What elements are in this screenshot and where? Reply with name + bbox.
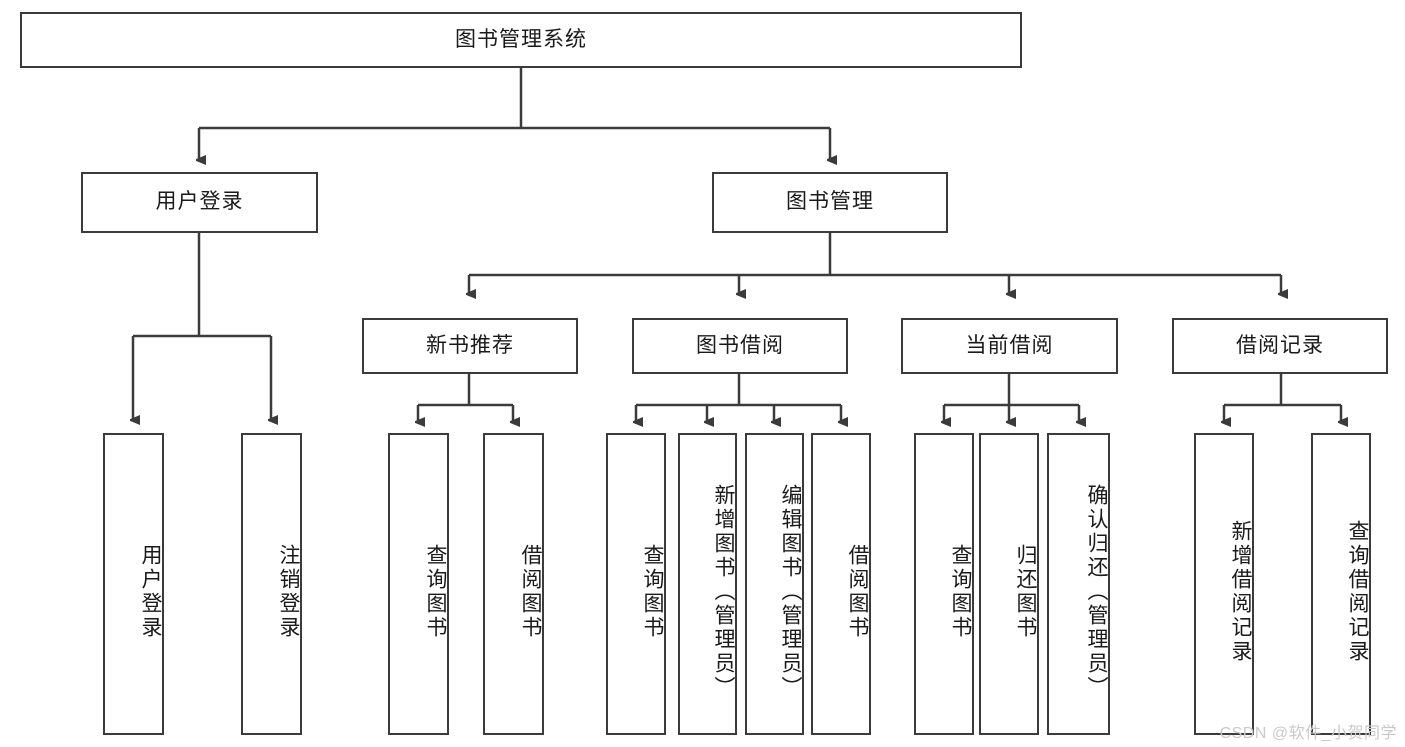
leaf-logout-label: 注销登录 <box>277 544 300 640</box>
leaf-borrow-borrow-book[interactable]: 借阅图书 <box>811 433 871 735</box>
node-current-borrow[interactable]: 当前借阅 <box>901 318 1118 374</box>
leaf-record-query-record-label: 查询借阅记录 <box>1346 520 1369 664</box>
leaf-current-confirm-return-label: 确认归还（管理员） <box>1085 484 1108 700</box>
leaf-newbook-query-book-label: 查询图书 <box>424 544 447 640</box>
leaf-current-query-book[interactable]: 查询图书 <box>914 433 974 735</box>
leaf-current-return-book[interactable]: 归还图书 <box>979 433 1039 735</box>
node-current-borrow-label: 当前借阅 <box>965 333 1054 357</box>
leaf-record-add-record[interactable]: 新增借阅记录 <box>1194 433 1254 735</box>
node-root[interactable]: 图书管理系统 <box>20 12 1022 68</box>
leaf-borrow-edit-book-label: 编辑图书（管理员） <box>779 484 802 700</box>
node-book-borrow-label: 图书借阅 <box>696 333 784 357</box>
leaf-user-login-label: 用户登录 <box>139 544 162 640</box>
leaf-borrow-add-book[interactable]: 新增图书（管理员） <box>678 433 737 735</box>
leaf-borrow-query-book-label: 查询图书 <box>641 544 664 640</box>
node-user-login-label: 用户登录 <box>155 190 244 214</box>
leaf-record-query-record[interactable]: 查询借阅记录 <box>1311 433 1371 735</box>
leaf-newbook-query-book[interactable]: 查询图书 <box>388 433 449 735</box>
node-new-book-recommend[interactable]: 新书推荐 <box>362 318 578 374</box>
leaf-borrow-add-book-label: 新增图书（管理员） <box>712 484 735 700</box>
leaf-current-return-book-label: 归还图书 <box>1014 544 1037 640</box>
leaf-newbook-borrow-book[interactable]: 借阅图书 <box>483 433 544 735</box>
leaf-borrow-edit-book[interactable]: 编辑图书（管理员） <box>745 433 804 735</box>
node-book-management[interactable]: 图书管理 <box>712 172 948 233</box>
leaf-borrow-borrow-book-label: 借阅图书 <box>846 544 869 640</box>
leaf-current-query-book-label: 查询图书 <box>949 544 972 640</box>
watermark: CSDN @软件_小贺同学 <box>1219 725 1397 742</box>
leaf-newbook-borrow-book-label: 借阅图书 <box>519 544 542 640</box>
leaf-logout[interactable]: 注销登录 <box>241 433 302 735</box>
node-borrow-record[interactable]: 借阅记录 <box>1172 318 1388 374</box>
node-new-book-recommend-label: 新书推荐 <box>426 333 514 357</box>
leaf-record-add-record-label: 新增借阅记录 <box>1229 520 1252 664</box>
node-book-management-label: 图书管理 <box>786 190 874 214</box>
node-book-borrow[interactable]: 图书借阅 <box>632 318 848 374</box>
node-borrow-record-label: 借阅记录 <box>1236 333 1324 357</box>
leaf-borrow-query-book[interactable]: 查询图书 <box>606 433 666 735</box>
leaf-current-confirm-return[interactable]: 确认归还（管理员） <box>1047 433 1110 735</box>
node-root-label: 图书管理系统 <box>455 27 587 51</box>
node-user-login[interactable]: 用户登录 <box>81 172 318 233</box>
leaf-user-login[interactable]: 用户登录 <box>103 433 164 735</box>
